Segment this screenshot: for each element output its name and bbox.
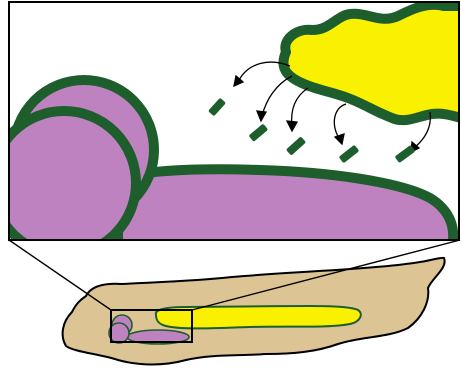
magnified-inset bbox=[0, 2, 461, 255]
connector-line-left bbox=[9, 240, 111, 310]
organism-overview bbox=[63, 258, 445, 365]
large-purple-round-cell-front bbox=[0, 111, 136, 255]
